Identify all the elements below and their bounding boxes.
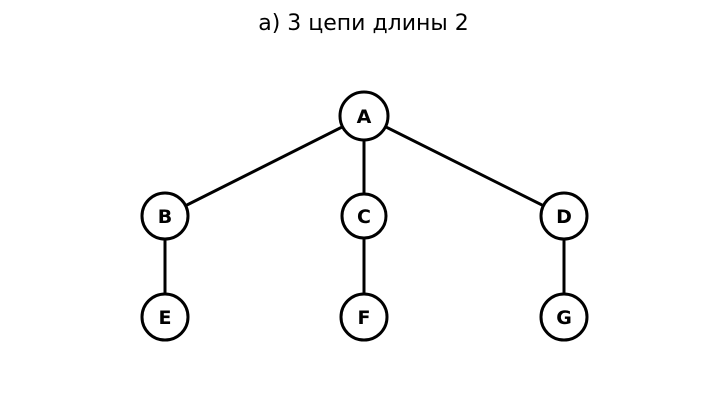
graph-node-a[interactable]: A [338, 90, 390, 142]
graph-node-c[interactable]: C [340, 192, 388, 240]
node-circle-e[interactable] [140, 292, 190, 342]
graph-node-g[interactable]: G [539, 292, 589, 342]
graph-edge-a-b [164, 114, 365, 218]
node-circle-g[interactable] [539, 292, 589, 342]
node-circle-b[interactable] [140, 191, 190, 241]
graph-node-f[interactable]: F [339, 292, 389, 342]
node-circle-a[interactable] [338, 90, 390, 142]
graph-nodes-layer: A B C D E F G [140, 90, 589, 342]
graph-node-e[interactable]: E [140, 292, 190, 342]
figure-title: а) 3 цепи длины 2 [258, 11, 469, 36]
node-circle-c[interactable] [340, 192, 388, 240]
node-circle-f[interactable] [339, 292, 389, 342]
node-circle-d[interactable] [539, 191, 589, 241]
graph-node-d[interactable]: D [539, 191, 589, 241]
graph-edge-a-d [363, 114, 565, 218]
graph-node-b[interactable]: B [140, 191, 190, 241]
